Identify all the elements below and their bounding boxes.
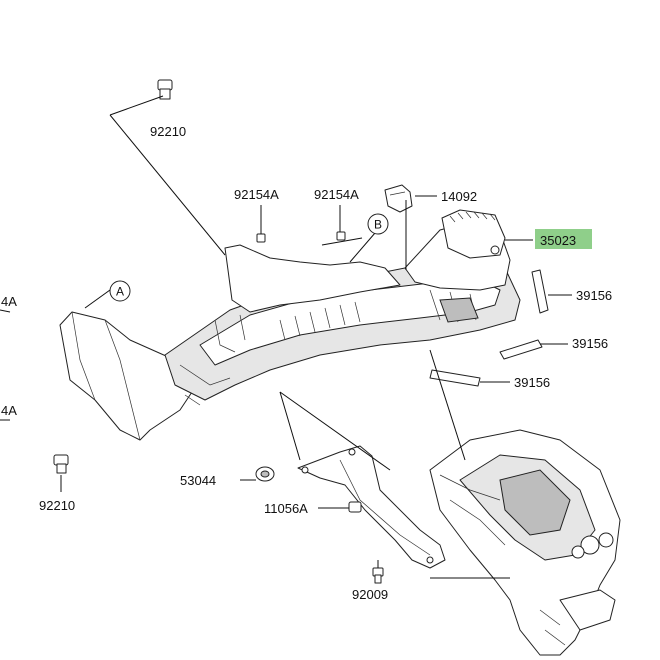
- screw-92154a-drawing: [256, 231, 346, 243]
- bolt-92210-bottom-drawing: [53, 454, 69, 474]
- label-92009[interactable]: 92009: [352, 587, 388, 602]
- label-92210-top[interactable]: 92210: [150, 124, 186, 139]
- label-92210-bottom[interactable]: 92210: [39, 498, 75, 513]
- label-14092[interactable]: 14092: [441, 189, 477, 204]
- label-edge-b[interactable]: 4A: [1, 403, 17, 418]
- label-edge-a[interactable]: 4A: [1, 294, 17, 309]
- ref-circle-b: B: [367, 213, 389, 235]
- bolt-92210-top-drawing: [157, 79, 173, 100]
- label-53044[interactable]: 53044: [180, 473, 216, 488]
- label-39156-c[interactable]: 39156: [514, 375, 550, 390]
- under-tray-drawing: [59, 221, 521, 441]
- label-92154a-right[interactable]: 92154A: [314, 187, 359, 202]
- label-11056a[interactable]: 11056A: [264, 501, 308, 516]
- bracket-11056a-drawing: [297, 445, 446, 569]
- label-39156-a[interactable]: 39156: [576, 288, 612, 303]
- label-35023[interactable]: 35023: [540, 233, 576, 248]
- label-39156-b[interactable]: 39156: [572, 336, 608, 351]
- clip-14092-drawing: [384, 184, 413, 213]
- leader-lines: [0, 95, 572, 579]
- regulator-drawing: [441, 209, 506, 259]
- ref-letter-b: B: [374, 218, 382, 232]
- part-labels: 92210 92154A 92154A 14092 35023 39156 39…: [1, 124, 612, 602]
- rear-fender-drawing: [429, 429, 621, 656]
- highlight-35023: [535, 229, 592, 249]
- bolt-92009-drawing: [372, 567, 384, 584]
- ref-letter-a: A: [116, 285, 124, 299]
- grommet-53044-drawing: [255, 466, 275, 482]
- gaskets-39156-drawing: [429, 269, 549, 387]
- label-92154a-left[interactable]: 92154A: [234, 187, 279, 202]
- nut-drawing: [348, 501, 362, 513]
- ref-circle-a: A: [109, 280, 131, 302]
